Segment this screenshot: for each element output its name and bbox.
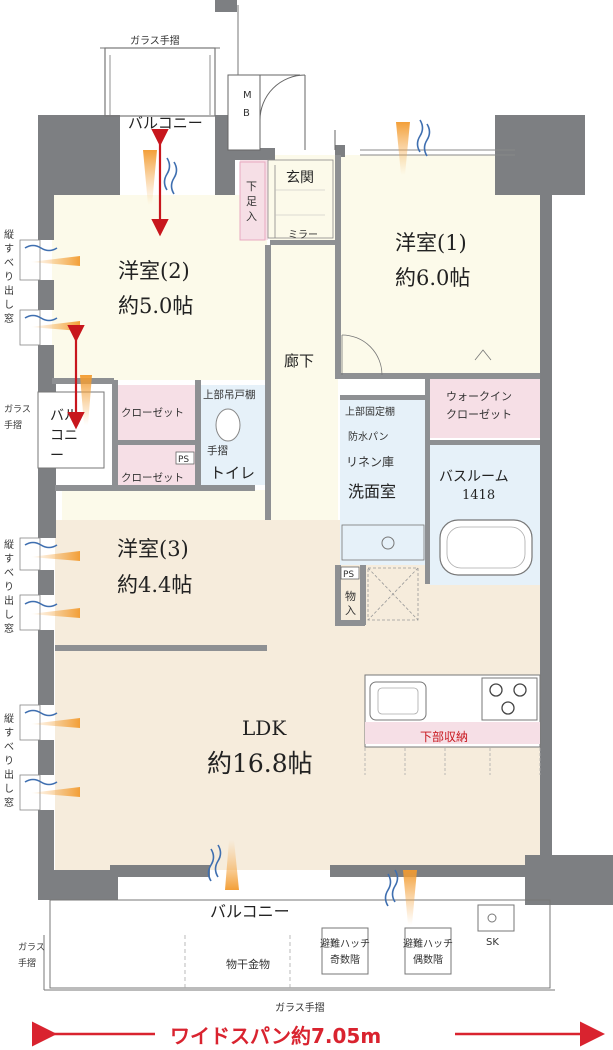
room2-size: 約5.0帖 [118, 294, 193, 318]
glass-rail-left-bottom-2: 手摺 [18, 957, 36, 969]
svg-text:窓: 窓 [4, 796, 14, 809]
entrance [239, 159, 383, 376]
svg-text:縦: 縦 [4, 538, 14, 551]
mb-label: M [243, 90, 252, 101]
ps-label-1: PS [178, 455, 189, 465]
hatch-odd-1: 避難ハッチ [320, 937, 370, 950]
getabako-label-3: 入 [246, 210, 257, 223]
svg-text:縦: 縦 [4, 712, 14, 725]
room1-size: 約6.0帖 [395, 266, 470, 290]
svg-text:べ: べ [4, 568, 14, 579]
hatch-even-2: 偶数階 [413, 953, 443, 966]
upper-cabinet-label: 上部吊戸棚 [203, 388, 256, 401]
room3-name: 洋室(3) [117, 537, 189, 561]
svg-text:し: し [4, 783, 14, 795]
svg-text:り: り [4, 581, 14, 593]
closet-2-label: クローゼット [121, 472, 184, 484]
svg-text:窓: 窓 [4, 622, 14, 635]
svg-text:し: し [4, 299, 14, 311]
wic-label-1: ウォークイン [446, 390, 512, 403]
bathtub-icon [439, 519, 533, 576]
bottom-balcony [43, 899, 555, 991]
storage-label-2: 入 [345, 604, 356, 617]
svg-text:す: す [4, 553, 14, 565]
ldk-name: LDK [242, 716, 287, 740]
ps-label-2: PS [343, 570, 354, 580]
room2-name: 洋室(2) [118, 259, 190, 283]
svg-text:窓: 窓 [4, 312, 14, 325]
svg-text:出: 出 [4, 594, 14, 607]
laundry-hanger-label: 物干金物 [226, 957, 270, 971]
svg-text:す: す [4, 727, 14, 739]
room3-size: 約4.4帖 [117, 573, 192, 597]
glass-rail-left-mid-2: 手摺 [4, 419, 22, 431]
sk-label: SK [486, 937, 499, 948]
handrail-label: 手摺 [207, 444, 228, 457]
glass-rail-left-mid-1: ガラス [4, 404, 31, 415]
under-storage-label: 下部収納 [420, 729, 468, 744]
washroom-label: 洗面室 [348, 482, 396, 501]
svg-text:す: す [4, 243, 14, 255]
ldk-size: 約16.8帖 [207, 749, 313, 778]
closet-1-label: クローゼット [121, 407, 184, 419]
hatch-even-1: 避難ハッチ [403, 937, 453, 950]
mirror-label: ミラー [288, 229, 318, 241]
genkan-label: 玄関 [286, 169, 314, 186]
svg-text:し: し [4, 609, 14, 621]
svg-text:出: 出 [4, 284, 14, 297]
mb-label-b: B [243, 108, 250, 119]
top-balcony [100, 5, 336, 151]
interior-walls [52, 155, 540, 651]
upper-shelf-label: 上部固定棚 [345, 405, 395, 418]
svg-text:縦: 縦 [4, 228, 14, 241]
linen-label: リネン庫 [346, 455, 394, 469]
room1-name: 洋室(1) [395, 231, 467, 255]
waterproof-pan-label: 防水パン [348, 430, 389, 443]
balcony-left-3: ー [50, 448, 64, 464]
toilet-icon [215, 408, 241, 442]
svg-text:り: り [4, 755, 14, 767]
sunlight-marks [30, 122, 417, 925]
sink-icon [381, 536, 395, 550]
bath-size: 1418 [462, 488, 495, 503]
balcony-bottom-label: バルコニー [210, 902, 290, 921]
glass-rail-top-label: ガラス手摺 [130, 34, 180, 47]
wic-label-2: クローゼット [446, 408, 512, 421]
glass-rail-left-bottom-1: ガラス [18, 942, 45, 953]
storage-label-1: 物 [345, 589, 356, 603]
getabako-label-2: 足 [246, 195, 257, 208]
svg-text:べ: べ [4, 258, 14, 269]
kitchen-counter [364, 674, 541, 748]
balcony-left-1: バル [50, 408, 78, 424]
corridor-label: 廊下 [284, 352, 314, 370]
svg-text:べ: べ [4, 742, 14, 753]
hatch-odd-2: 奇数階 [330, 953, 360, 966]
bath-name: バスルーム [439, 469, 509, 485]
wide-span-label: ワイドスパン約7.05m [170, 1024, 381, 1048]
toilet-label: トイレ [210, 464, 255, 482]
svg-text:り: り [4, 271, 14, 283]
getabako-label-1: 下 [246, 180, 257, 193]
svg-text:出: 出 [4, 768, 14, 781]
balcony-top-label: バルコニー [128, 114, 203, 132]
window-bays [19, 239, 41, 811]
glass-rail-bottom-label: ガラス手摺 [275, 1001, 325, 1014]
exterior-walls [38, 0, 613, 905]
balcony-left-2: コニ [50, 428, 78, 444]
